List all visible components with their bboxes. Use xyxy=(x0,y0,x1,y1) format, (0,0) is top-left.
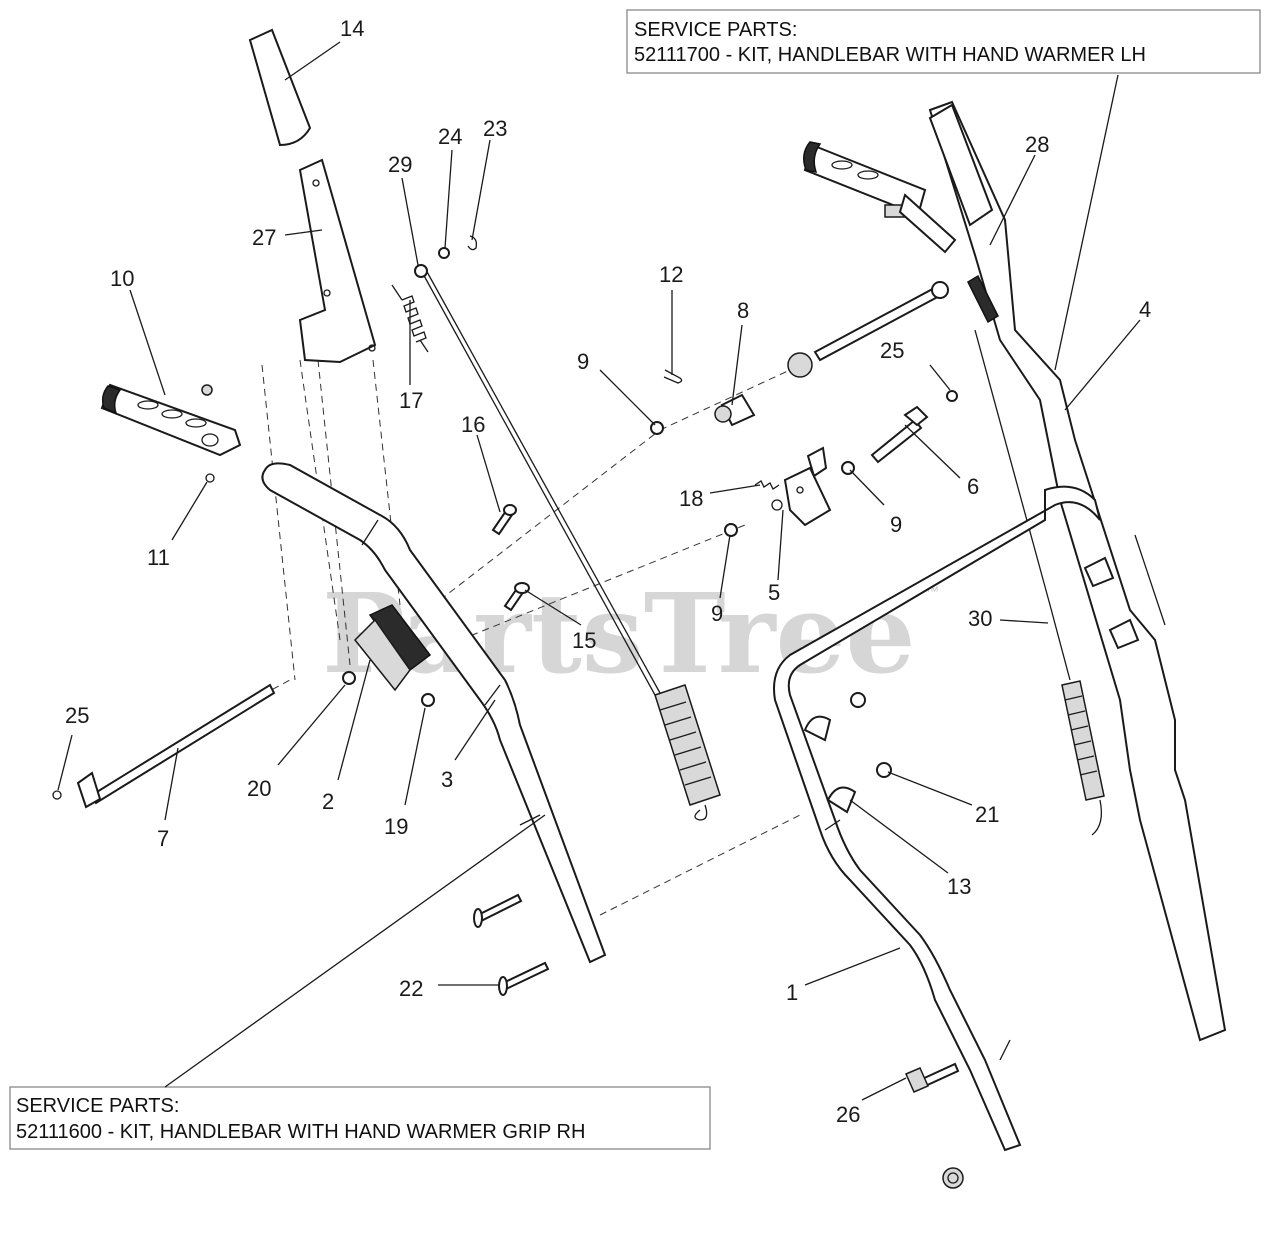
spring-lower xyxy=(654,684,721,821)
service-box-lh-line1: SERVICE PARTS: xyxy=(634,19,797,41)
side-knob-1 xyxy=(1083,556,1115,588)
callout-11: 11 xyxy=(147,545,170,570)
washer-24 xyxy=(438,247,450,259)
shaft-6 xyxy=(870,405,929,464)
callout-25a: 25 xyxy=(65,703,89,728)
side-knob-2 xyxy=(1108,618,1140,650)
spring-30 xyxy=(1061,680,1105,836)
callout-8: 8 xyxy=(737,298,749,323)
service-box-rh-line1: SERVICE PARTS: xyxy=(16,1095,179,1117)
bolt-26b xyxy=(942,1167,964,1189)
callout-26: 26 xyxy=(836,1102,860,1127)
callout-5: 5 xyxy=(768,580,780,605)
grip-cover-part xyxy=(248,28,312,147)
leader-lines xyxy=(57,41,1141,1101)
callout-14: 14 xyxy=(340,16,364,41)
clip-23 xyxy=(467,235,478,251)
callout-3: 3 xyxy=(441,767,453,792)
control-rod xyxy=(421,271,656,696)
bolt-22b xyxy=(501,961,550,991)
knob-13a xyxy=(803,715,832,742)
callout-15: 15 xyxy=(572,628,596,653)
callout-21: 21 xyxy=(975,802,999,827)
nut-21 xyxy=(876,762,892,778)
spring-part-17 xyxy=(391,284,429,353)
handle-grip-10 xyxy=(100,383,242,457)
cable-guide-2 xyxy=(353,604,432,692)
callout-27: 27 xyxy=(252,225,276,250)
callout-19: 19 xyxy=(384,814,408,839)
callout-20: 20 xyxy=(247,776,271,801)
rod-7 xyxy=(52,683,276,809)
callout-18: 18 xyxy=(679,486,703,511)
callout-9c: 9 xyxy=(711,601,723,626)
nut-9a xyxy=(650,421,664,435)
nut-13c xyxy=(850,692,866,708)
handlebar-4 xyxy=(928,100,1227,1042)
pin-12 xyxy=(663,369,683,384)
bracket-part xyxy=(298,158,377,364)
callout-4: 4 xyxy=(1139,297,1151,322)
callout-30: 30 xyxy=(968,606,992,631)
callout-9b: 9 xyxy=(890,512,902,537)
bracket-5 xyxy=(771,446,832,527)
washer-20 xyxy=(342,671,356,685)
bolt-22a xyxy=(476,893,523,923)
service-box-lh-line2: 52111700 - KIT, HANDLEBAR WITH HAND WARM… xyxy=(634,44,1146,66)
callout-13: 13 xyxy=(947,874,971,899)
callout-9a: 9 xyxy=(577,349,589,374)
handlebar-lower-1 xyxy=(773,485,1101,1152)
washer-19 xyxy=(421,693,435,707)
callout-23: 23 xyxy=(483,116,507,141)
bolt-26a xyxy=(905,1062,960,1093)
nut-10 xyxy=(201,384,213,396)
callout-2: 2 xyxy=(322,789,334,814)
cross-shaft xyxy=(787,281,949,378)
callout-22: 22 xyxy=(399,976,423,1001)
screw-25b xyxy=(946,390,958,402)
service-box-rh-line2: 52111600 - KIT, HANDLEBAR WITH HAND WARM… xyxy=(16,1121,585,1143)
callouts: 14 27 29 24 23 10 17 11 16 15 9 12 8 18 … xyxy=(65,16,1151,1127)
callout-6: 6 xyxy=(967,474,979,499)
callout-16: 16 xyxy=(461,412,485,437)
spring-upper-left xyxy=(967,274,999,324)
spring-18 xyxy=(754,480,780,490)
callout-29: 29 xyxy=(388,152,412,177)
callout-10: 10 xyxy=(110,266,134,291)
cable-30 xyxy=(974,329,1051,606)
screw-11 xyxy=(205,473,215,483)
callout-1: 1 xyxy=(786,980,798,1005)
knob-8 xyxy=(714,393,756,427)
callout-17: 17 xyxy=(399,388,423,413)
callout-25b: 25 xyxy=(880,338,904,363)
callout-12: 12 xyxy=(659,262,683,287)
knob-13b xyxy=(826,786,857,814)
service-box-rh: SERVICE PARTS: 52111600 - KIT, HANDLEBAR… xyxy=(9,1086,711,1150)
washer-29 xyxy=(414,264,428,278)
handle-grip-left xyxy=(803,141,957,254)
grip-cover-28 xyxy=(928,103,994,227)
service-box-lh: SERVICE PARTS: 52111700 - KIT, HANDLEBAR… xyxy=(626,9,1261,74)
nut-9c xyxy=(724,523,738,537)
callout-7: 7 xyxy=(157,826,169,851)
callout-24: 24 xyxy=(438,124,462,149)
callout-28: 28 xyxy=(1025,132,1049,157)
handlebar-tube-3 xyxy=(261,462,607,964)
